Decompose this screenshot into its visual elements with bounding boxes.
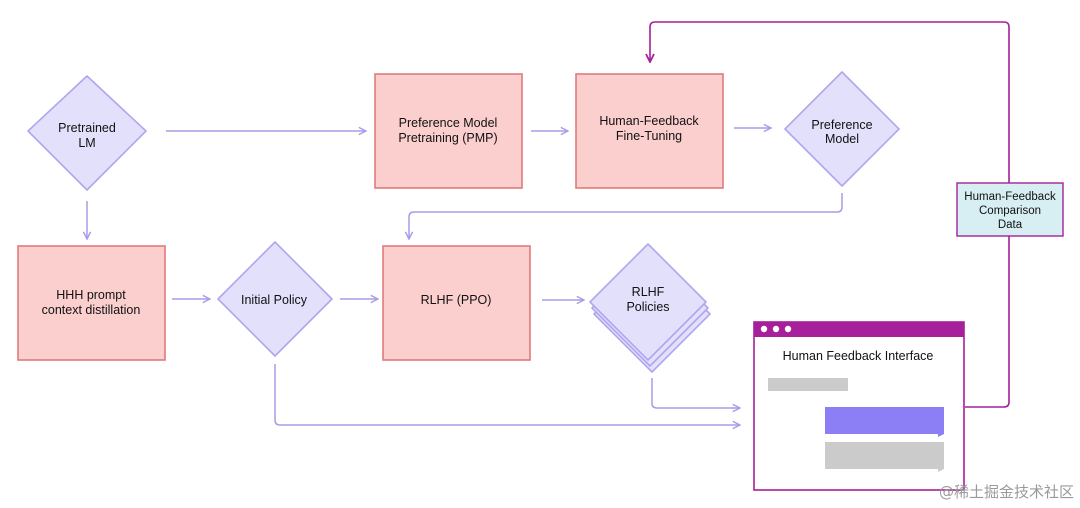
hhh-distillation-box: HHH prompt context distillation <box>17 245 166 361</box>
comparison-data-label-line2: Comparison <box>979 205 1041 217</box>
comparison-data-label-line1: Human-Feedback <box>964 191 1056 203</box>
initial-policy-label: Initial Policy <box>241 293 308 307</box>
window-dot-icon <box>772 325 780 333</box>
comparison-data-box: Human-Feedback Comparison Data <box>956 182 1064 237</box>
hhh-label-line1: HHH prompt <box>56 288 126 302</box>
rlhf-ppo-label: RLHF (PPO) <box>421 293 492 307</box>
window-dot-icon <box>760 325 768 333</box>
preference-model-label-line2: Model <box>825 132 859 146</box>
hhh-label-line2: context distillation <box>42 303 141 317</box>
arrow-initial-policy-to-interface <box>274 364 740 425</box>
pretrained-lm-diamond: Pretrained LM <box>27 75 147 191</box>
watermark: @稀土掘金技术社区 <box>939 483 1074 501</box>
rlhf-ppo-box: RLHF (PPO) <box>382 245 531 361</box>
rlhf-policies-label-line1: RLHF <box>632 285 665 299</box>
hf-finetuning-label-line2: Fine-Tuning <box>616 129 682 143</box>
hf-finetuning-label-line1: Human-Feedback <box>599 114 699 128</box>
pretrained-lm-label-line2: LM <box>78 136 95 150</box>
comparison-data-label-line3: Data <box>998 219 1023 231</box>
chat-bubble-response-a <box>825 407 944 437</box>
chat-bubble-response-b <box>825 442 944 472</box>
rlhf-policies-stack: RLHF Policies <box>589 243 711 373</box>
pmp-label-line1: Preference Model <box>399 116 498 130</box>
chat-bubble-user <box>768 378 848 391</box>
window-dot-icon <box>784 325 792 333</box>
pmp-box: Preference Model Pretraining (PMP) <box>374 73 523 189</box>
interface-title: Human Feedback Interface <box>783 349 934 363</box>
rlhf-policies-label-line2: Policies <box>626 300 669 314</box>
preference-model-diamond: Preference Model <box>784 71 900 187</box>
preference-model-label-line1: Preference <box>811 118 872 132</box>
window-title-bar <box>754 322 964 337</box>
pretrained-lm-label-line1: Pretrained <box>58 121 116 135</box>
feedback-loop-arrow <box>650 21 1010 408</box>
arrow-policies-to-interface <box>651 378 740 408</box>
hf-finetuning-box: Human-Feedback Fine-Tuning <box>575 73 724 189</box>
arrow-preference-model-to-rlhf <box>409 193 843 239</box>
human-feedback-interface-window: Human Feedback Interface <box>753 321 965 491</box>
pmp-label-line2: Pretraining (PMP) <box>398 131 497 145</box>
initial-policy-diamond: Initial Policy <box>217 241 333 357</box>
